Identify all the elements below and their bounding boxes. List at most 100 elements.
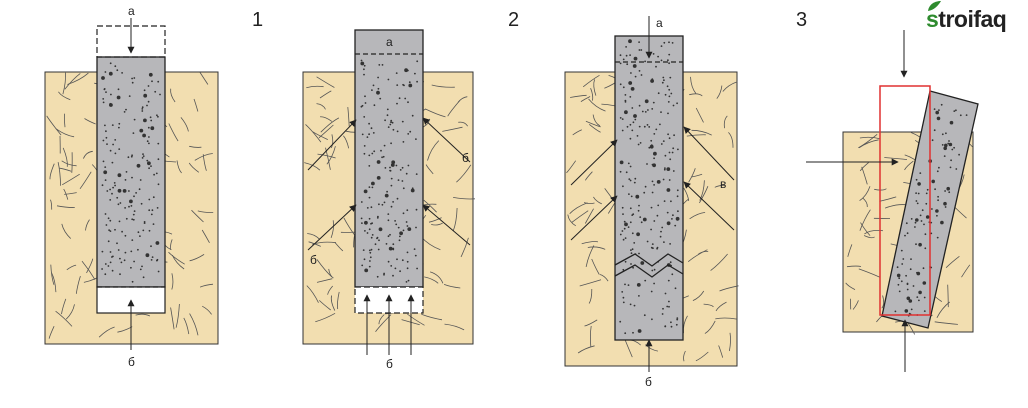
aggregate-dot: [390, 142, 392, 145]
aggregate-dot: [369, 256, 372, 259]
aggregate-dot: [131, 218, 134, 221]
aggregate-dot: [931, 208, 933, 210]
aggregate-dot: [638, 295, 640, 297]
aggregate-dot: [101, 268, 103, 270]
aggregate-dot: [406, 260, 409, 263]
aggregate-dot: [919, 214, 922, 217]
aggregate-dot: [914, 221, 917, 224]
aggregate-dot: [399, 169, 402, 171]
soil-mark: [864, 229, 883, 235]
aggregate-dot: [943, 155, 946, 158]
aggregate-dot: [378, 64, 381, 66]
soil-mark: [308, 241, 321, 247]
aggregate-dot: [139, 128, 144, 133]
aggregate-dot: [624, 99, 627, 102]
aggregate-dot: [386, 108, 389, 111]
aggregate-dot: [392, 128, 395, 131]
soil-mark: [458, 121, 469, 127]
soil-mark: [691, 129, 712, 136]
aggregate-dot: [898, 290, 901, 293]
aggregate-dot: [653, 282, 655, 285]
aggregate-dot: [118, 126, 120, 129]
aggregate-dot: [142, 133, 147, 138]
aggregate-dot: [406, 209, 409, 212]
aggregate-dot: [667, 101, 670, 103]
aggregate-dot: [377, 87, 380, 90]
aggregate-dot: [671, 218, 673, 220]
aggregate-dot: [401, 120, 404, 123]
aggregate-dot: [676, 318, 679, 321]
soil-mark: [847, 244, 853, 257]
aggregate-dot: [387, 126, 390, 128]
aggregate-dot: [632, 266, 634, 269]
soil-mark: [566, 160, 577, 174]
aggregate-dot: [945, 132, 947, 135]
aggregate-dot: [370, 206, 373, 209]
aggregate-dot: [368, 228, 371, 231]
soil-mark: [689, 212, 706, 220]
aggregate-dot: [627, 162, 630, 165]
aggregate-dot: [663, 200, 666, 203]
aggregate-dot: [139, 179, 142, 181]
aggregate-dot: [112, 143, 114, 146]
aggregate-dot: [639, 142, 642, 144]
aggregate-dot: [368, 122, 370, 125]
aggregate-dot: [401, 180, 404, 182]
aggregate-dot: [376, 160, 381, 164]
aggregate-dot: [117, 188, 122, 193]
aggregate-dot: [915, 218, 919, 222]
aggregate-dot: [384, 167, 387, 169]
aggregate-dot: [657, 204, 660, 207]
aggregate-dot: [108, 229, 110, 232]
aggregate-dot: [644, 185, 647, 188]
soil-mark: [686, 134, 706, 137]
aggregate-dot: [157, 158, 160, 161]
soil-mark: [695, 351, 709, 362]
aggregate-dot: [648, 126, 651, 128]
aggregate-dot: [149, 116, 152, 119]
aggregate-dot: [141, 110, 144, 112]
soil-mark: [79, 171, 92, 190]
soil-mark: [699, 180, 705, 201]
aggregate-dot: [148, 198, 151, 201]
aggregate-dot: [670, 200, 672, 203]
soil-mark: [199, 283, 214, 288]
soil-mark: [194, 153, 213, 161]
aggregate-dot: [109, 251, 112, 253]
soil-mark: [202, 305, 212, 315]
soil-mark: [135, 313, 151, 317]
soil-mark: [447, 100, 460, 117]
soil-mark: [581, 241, 598, 245]
soil-mark: [425, 164, 434, 175]
aggregate-dot: [111, 124, 114, 126]
aggregate-dot: [123, 111, 126, 113]
aggregate-dot: [914, 226, 916, 228]
aggregate-dot: [643, 191, 646, 194]
aggregate-dot: [634, 75, 637, 78]
aggregate-dot: [619, 233, 622, 236]
aggregate-dot: [147, 100, 150, 103]
soil-mark: [716, 85, 723, 99]
aggregate-dot: [397, 226, 400, 229]
aggregate-dot: [372, 84, 375, 87]
aggregate-dot: [117, 173, 122, 178]
original-position-outline: [879, 85, 931, 316]
aggregate-dot: [414, 72, 416, 75]
aggregate-dot: [137, 231, 140, 234]
aggregate-dot: [120, 261, 123, 264]
aggregate-dot: [965, 114, 968, 116]
soil-mark: [66, 264, 77, 271]
soil-mark: [306, 285, 319, 303]
aggregate-dot: [619, 170, 622, 173]
aggregate-dot: [924, 247, 927, 250]
soil-mark: [688, 168, 696, 183]
aggregate-dot: [391, 121, 394, 124]
soil-mark: [862, 197, 868, 208]
aggregate-dot: [156, 114, 158, 117]
aggregate-dot: [621, 129, 624, 132]
aggregate-dot: [936, 170, 939, 173]
aggregate-dot: [374, 243, 377, 246]
aggregate-dot: [155, 172, 158, 175]
soil-mark: [715, 317, 737, 320]
aggregate-dot: [624, 222, 628, 227]
